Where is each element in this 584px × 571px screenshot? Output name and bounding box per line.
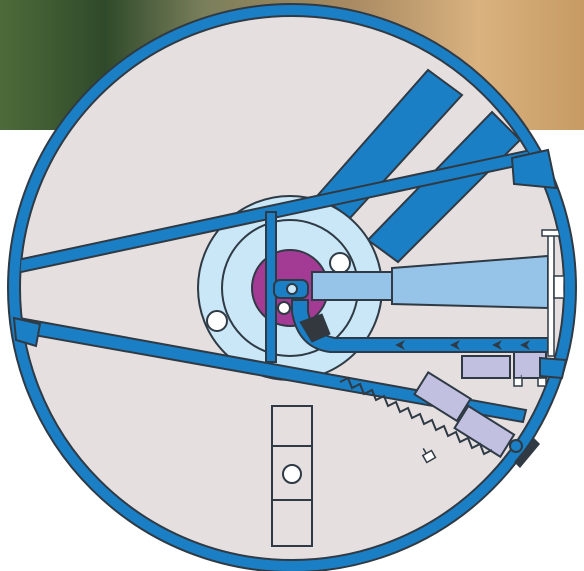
- flow-arrow: [520, 340, 530, 350]
- module-box: [461, 355, 511, 379]
- tilted-module-box: [413, 370, 473, 423]
- tilted-module: [453, 404, 516, 459]
- tilted-module-box: [453, 404, 516, 459]
- flow-arrow: [492, 340, 502, 350]
- rail-cap: [541, 229, 561, 237]
- boom-arm-base: [311, 271, 395, 301]
- zigzag-spring: [339, 376, 493, 456]
- plug-symbol: [421, 447, 437, 464]
- hub-bolt-hole: [206, 310, 228, 332]
- rim-joint: [509, 439, 523, 453]
- plug-body: [421, 449, 437, 464]
- diagonal-strut-lower: [366, 110, 522, 264]
- terminal-block: [537, 377, 547, 387]
- hub-bolt-hole: [329, 252, 351, 274]
- rim-bracket: [514, 438, 540, 468]
- vertical-rail: [547, 231, 555, 357]
- rim-clamp-left: [12, 316, 42, 348]
- tilted-module: [413, 370, 473, 423]
- rim-clamp-right: [539, 356, 568, 380]
- axle-pin: [286, 283, 298, 295]
- interior-structures: + +: [20, 68, 564, 547]
- terminal-block: [513, 377, 523, 387]
- ladder-hole: [282, 464, 302, 484]
- arm-joint-segment: [299, 313, 331, 343]
- axle-hole: [277, 301, 291, 315]
- spoke-bar-lower: [20, 314, 528, 424]
- plug-pin: [422, 447, 427, 454]
- rail-bracket: [553, 275, 564, 299]
- flow-arrow: [450, 340, 460, 350]
- flow-arrow: [395, 340, 405, 350]
- rim-clamp-top-right: [510, 148, 558, 190]
